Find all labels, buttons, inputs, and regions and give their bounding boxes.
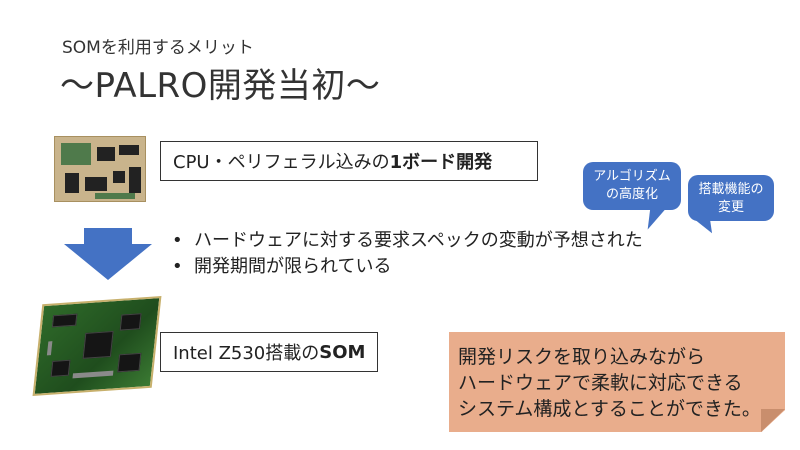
- note-line: 開発リスクを取り込みながら: [458, 346, 706, 368]
- bullet-list: ハードウェアに対する要求スペックの変動が予想された 開発期間が限られている: [172, 228, 643, 280]
- one-board-text: CPU・ペリフェラル込みの: [173, 152, 390, 173]
- result-note-text: 開発リスクを取り込みながら ハードウェアで柔軟に対応できる システム構成とするこ…: [458, 344, 761, 422]
- list-item: 開発期間が限られている: [172, 254, 643, 280]
- speech-bubble-algorithm: アルゴリズム の高度化: [583, 162, 681, 210]
- bubble-text: 搭載機能の: [698, 182, 764, 197]
- single-board-image: [54, 136, 146, 202]
- bubble-text: 変更: [717, 200, 744, 215]
- list-item: ハードウェアに対する要求スペックの変動が予想された: [172, 228, 643, 254]
- speech-bubble-feature-change: 搭載機能の 変更: [688, 175, 774, 221]
- note-line: ハードウェアで柔軟に対応できる: [458, 372, 743, 394]
- one-board-bold-text: 1ボード開発: [389, 152, 493, 173]
- bubble-text: アルゴリズム: [593, 169, 671, 184]
- som-bold-text: SOM: [319, 341, 366, 363]
- down-arrow-icon: [64, 228, 152, 280]
- bubble-text: の高度化: [605, 187, 658, 202]
- som-board-image: [32, 295, 162, 397]
- som-text: Intel Z530搭載の: [173, 343, 320, 364]
- slide-title: ～PALRO開発当初～: [60, 66, 381, 106]
- subtitle: SOMを利用するメリット: [62, 38, 254, 58]
- note-line: システム構成とすることができた。: [458, 398, 761, 420]
- result-note: [449, 332, 785, 432]
